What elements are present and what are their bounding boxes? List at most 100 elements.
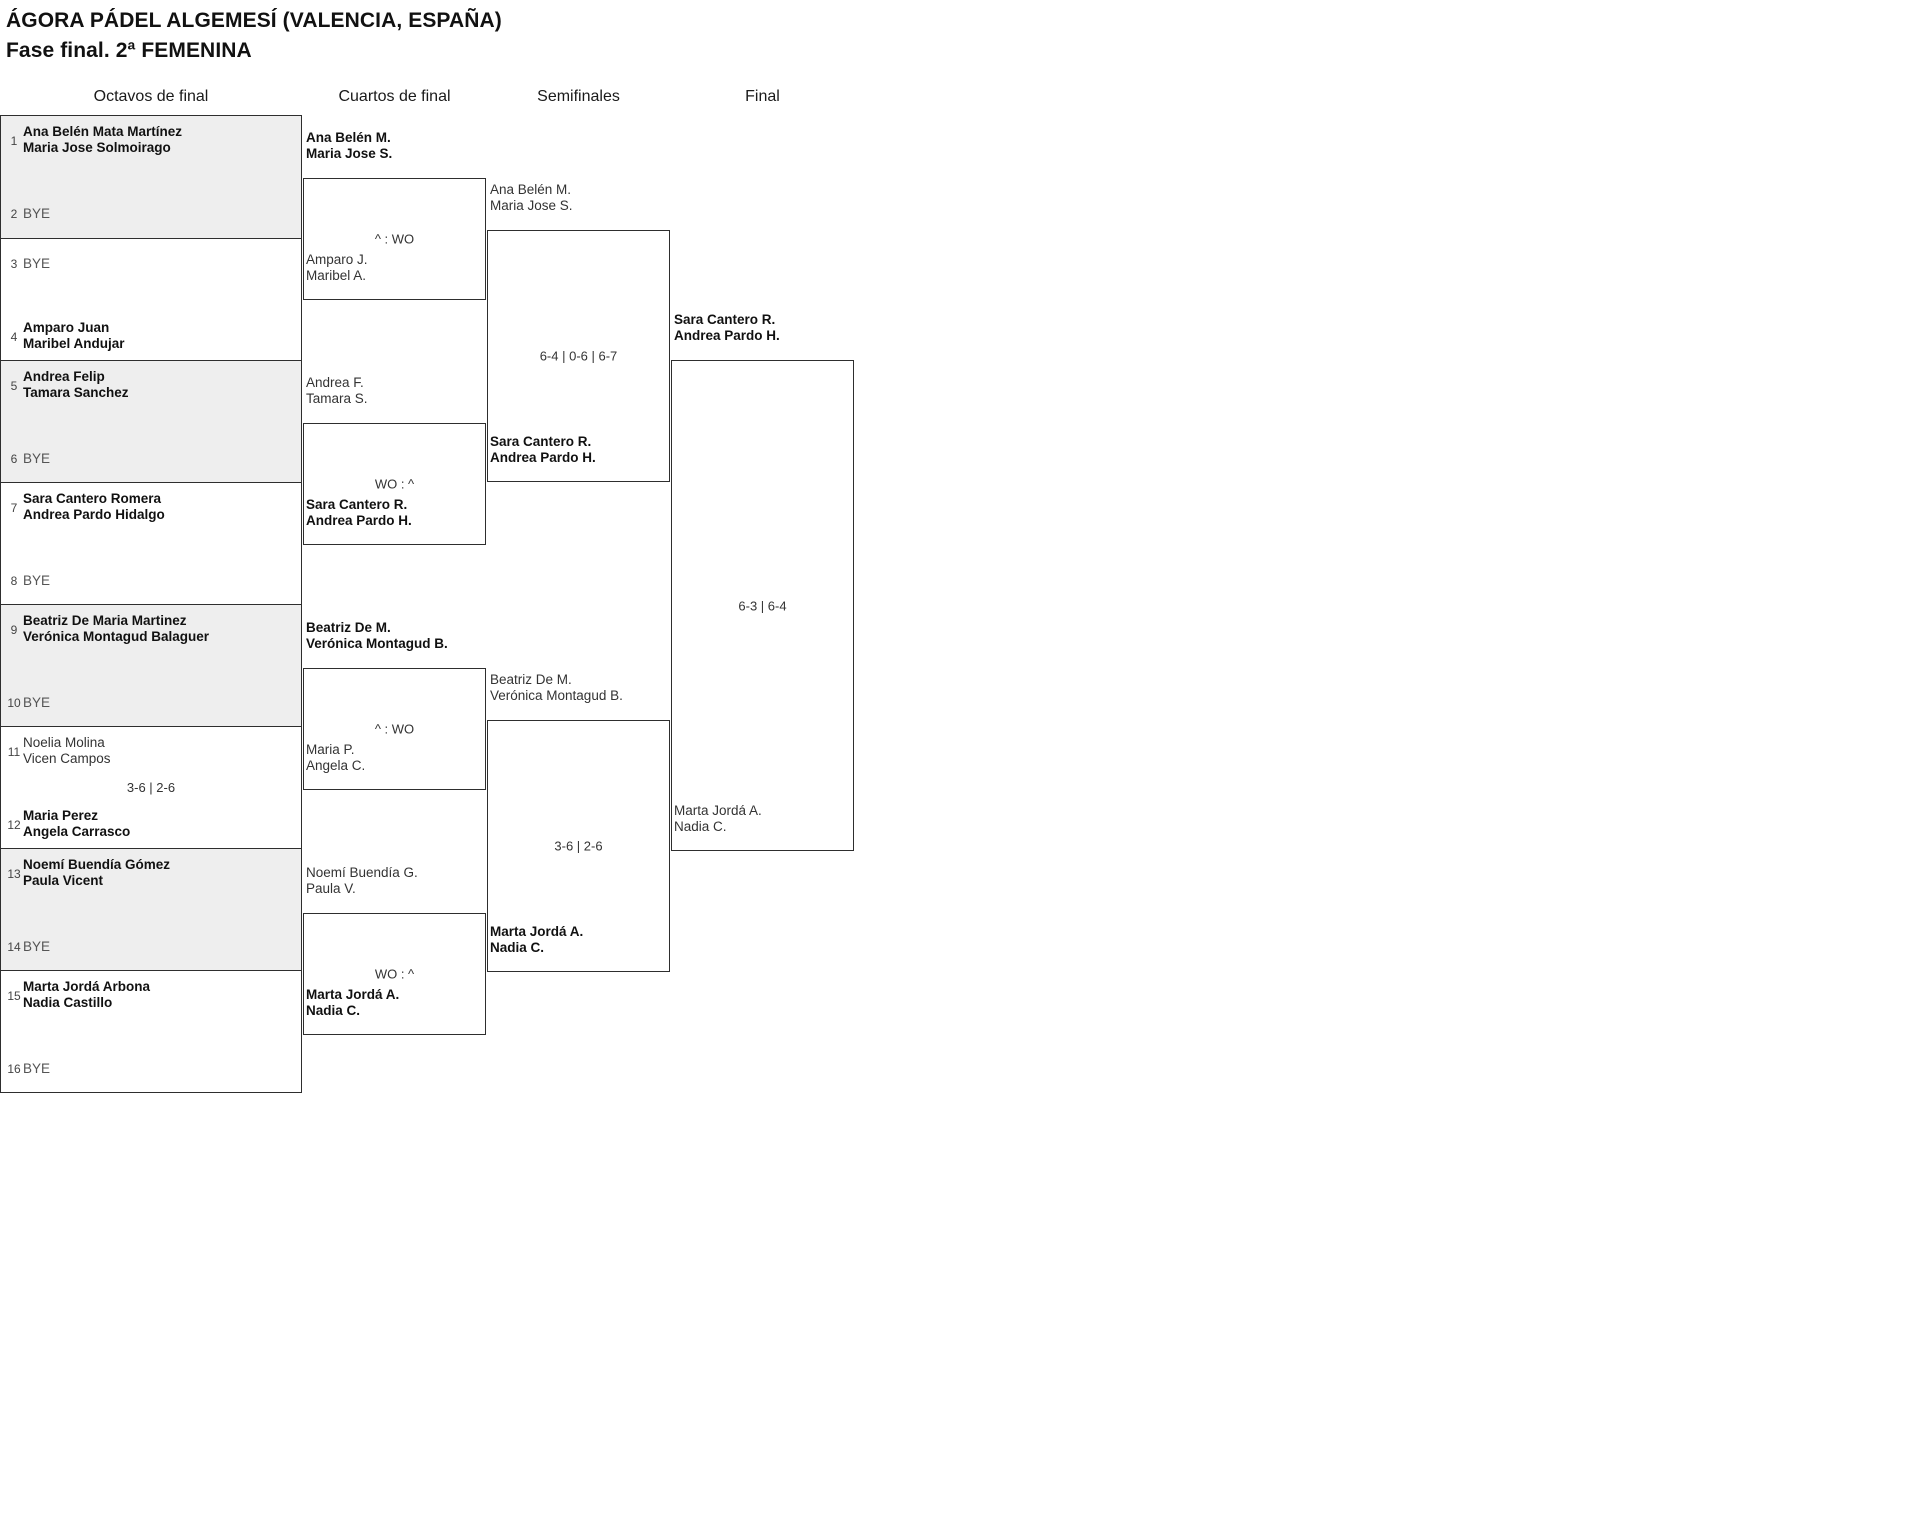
player-name: Amparo Juan: [23, 320, 110, 335]
cuartos-team-bottom[interactable]: Marta Jordá A.Nadia C.: [306, 987, 399, 1019]
semifinal-team-bottom[interactable]: Marta Jordá A.Nadia C.: [490, 924, 583, 956]
seed-number: 3: [10, 256, 18, 271]
page-title: ÁGORA PÁDEL ALGEMESÍ (VALENCIA, ESPAÑA) …: [6, 6, 502, 66]
player-name: Tamara Sanchez: [23, 385, 129, 400]
player-name: Maribel Andujar: [23, 336, 125, 351]
column-header-octavos: Octavos de final: [93, 88, 209, 105]
player-name: Marta Jordá Arbona: [23, 979, 151, 994]
player-name: Maria P.: [306, 742, 355, 757]
player-name: Beatriz De M.: [490, 672, 572, 687]
cuartos-team-top[interactable]: Andrea F.Tamara S.: [306, 375, 368, 407]
semifinal-connector-box[interactable]: 3-6 | 2-6: [487, 720, 670, 972]
cuartos-team-bottom[interactable]: Maria P.Angela C.: [306, 742, 365, 774]
cuartos-connector-box[interactable]: ^ : WO: [303, 668, 486, 790]
match-score: ^ : WO: [374, 721, 415, 737]
cuartos-team-bottom[interactable]: Sara Cantero R.Andrea Pardo H.: [306, 497, 412, 529]
cuartos-connector-box[interactable]: WO : ^: [303, 423, 486, 545]
player-name: Nadia Castillo: [23, 995, 113, 1010]
seed-number: 6: [10, 451, 18, 466]
semifinal-team-bottom[interactable]: Sara Cantero R.Andrea Pardo H.: [490, 434, 596, 466]
player-name: Sara Cantero Romera: [23, 491, 162, 506]
cuartos-connector-box[interactable]: WO : ^: [303, 913, 486, 1035]
seed-number: 7: [10, 500, 18, 515]
bye-label: BYE: [23, 1061, 51, 1076]
player-name: Marta Jordá A.: [306, 987, 400, 1002]
cuartos-connector-box[interactable]: ^ : WO: [303, 178, 486, 300]
seed-number: 12: [7, 817, 21, 832]
player-name: Sara Cantero R.: [306, 497, 408, 512]
match-score: WO : ^: [374, 966, 415, 982]
seed-number: 16: [7, 1061, 21, 1076]
final-team-bottom[interactable]: Marta Jordá A.Nadia C.: [674, 803, 762, 835]
seed-number: 13: [7, 866, 21, 881]
cuartos-team-top[interactable]: Ana Belén M.Maria Jose S.: [306, 130, 392, 162]
seed-number: 14: [7, 939, 21, 954]
player-name: Verónica Montagud B.: [306, 636, 448, 651]
player-name: Noelia Molina: [23, 735, 105, 750]
player-name: Maria Jose S.: [306, 146, 393, 161]
bye-label: BYE: [23, 451, 51, 466]
column-header-cuartos: Cuartos de final: [338, 88, 451, 105]
semifinal-team-top[interactable]: Ana Belén M.Maria Jose S.: [490, 182, 573, 214]
seed-number: 5: [10, 378, 18, 393]
player-name: Amparo J.: [306, 252, 368, 267]
player-name: Angela Carrasco: [23, 824, 131, 839]
player-name: Marta Jordá A.: [674, 803, 762, 818]
player-name: Sara Cantero R.: [674, 312, 776, 327]
player-name: Tamara S.: [306, 391, 368, 406]
column-header-final: Final: [745, 88, 780, 105]
player-name: Maria Jose Solmoirago: [23, 140, 171, 155]
bye-label: BYE: [23, 256, 51, 271]
player-name: Noemí Buendía Gómez: [23, 857, 171, 872]
semifinal-team-top[interactable]: Beatriz De M.Verónica Montagud B.: [490, 672, 623, 704]
player-name: Beatriz De M.: [306, 620, 391, 635]
player-name: Verónica Montagud Balaguer: [23, 629, 210, 644]
cuartos-team-top[interactable]: Noemí Buendía G.Paula V.: [306, 865, 418, 897]
semifinal-connector-box[interactable]: 6-4 | 0-6 | 6-7: [487, 230, 670, 482]
cuartos-team-bottom[interactable]: Amparo J.Maribel A.: [306, 252, 368, 284]
match-score: 6-4 | 0-6 | 6-7: [539, 348, 618, 364]
player-name: Ana Belén Mata Martínez: [23, 124, 183, 139]
octavos-bye-slot[interactable]: 6 BYE: [1, 437, 301, 480]
player-name: Ana Belén M.: [490, 182, 572, 197]
final-team-top[interactable]: Sara Cantero R.Andrea Pardo H.: [674, 312, 780, 344]
player-name: Andrea Pardo Hidalgo: [23, 507, 165, 522]
cuartos-team-top[interactable]: Beatriz De M.Verónica Montagud B.: [306, 620, 448, 652]
player-name: Nadia C.: [674, 819, 727, 834]
final-connector-box[interactable]: 6-3 | 6-4: [671, 360, 854, 851]
seed-number: 15: [7, 988, 21, 1003]
column-header-semifinales: Semifinales: [537, 88, 620, 105]
octavos-bye-slot[interactable]: 3 BYE: [1, 242, 301, 285]
bye-label: BYE: [23, 573, 51, 588]
player-name: Beatriz De Maria Martinez: [23, 613, 187, 628]
player-name: Nadia C.: [306, 1003, 361, 1018]
